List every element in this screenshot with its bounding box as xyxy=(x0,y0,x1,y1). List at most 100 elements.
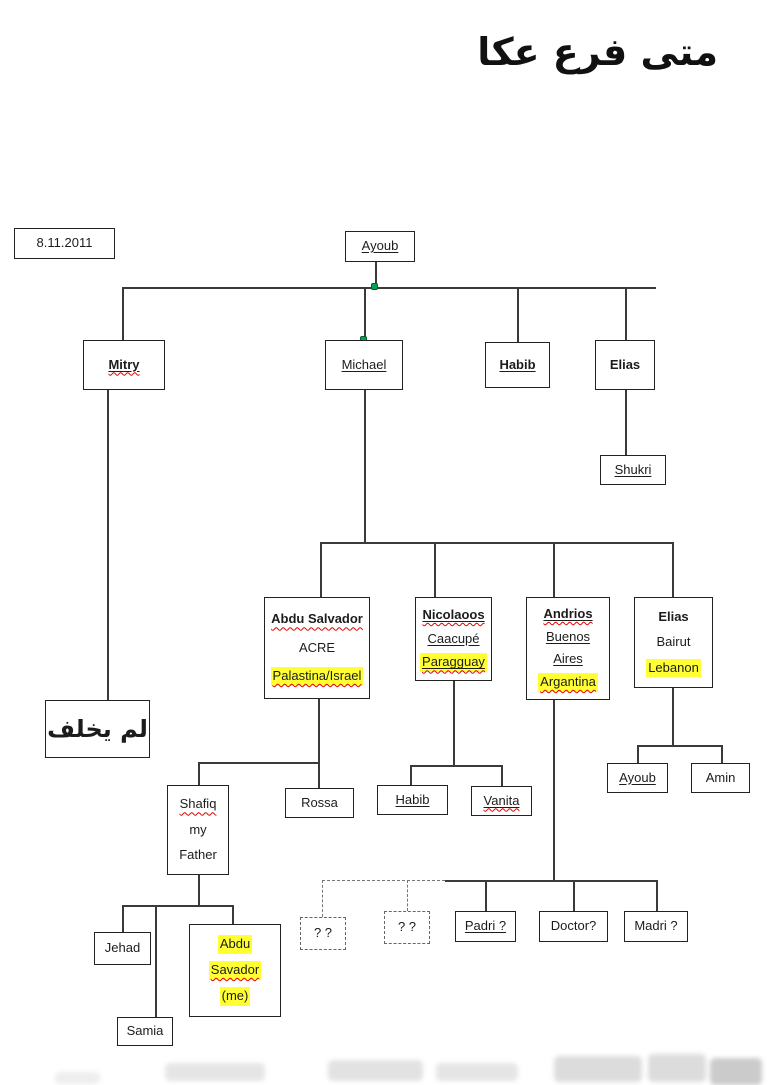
connector-line xyxy=(318,762,320,788)
scan-artifact xyxy=(710,1058,762,1085)
date-box: 8.11.2011 xyxy=(14,228,115,259)
node-andrios: Andrios Buenos Aires Argantina xyxy=(526,597,610,700)
node-country-highlight: Paragguay xyxy=(422,654,485,670)
node-label: Ayoub xyxy=(361,238,399,254)
connector-line xyxy=(637,745,721,747)
connector-line xyxy=(122,905,233,907)
connector-line xyxy=(625,390,627,455)
node-jehad: Jehad xyxy=(94,932,151,965)
node-label: Michael xyxy=(341,356,387,372)
node-label: Shafiq xyxy=(179,796,217,812)
node-ayoub-jr: Ayoub xyxy=(607,763,668,793)
connector-line xyxy=(198,762,319,764)
node-label: Ayoub xyxy=(619,769,656,785)
connector-line xyxy=(501,765,503,786)
junction-dot xyxy=(371,283,378,290)
connector-line xyxy=(364,390,366,542)
connector-line xyxy=(375,262,377,287)
node-label: Habib xyxy=(395,791,430,807)
node-label: Amin xyxy=(705,769,736,785)
node-label: Padri ? xyxy=(464,918,507,934)
connector-line xyxy=(453,681,455,765)
connector-line xyxy=(434,542,436,597)
node-name: Andrios xyxy=(543,605,593,621)
connector-line xyxy=(410,765,412,785)
node-name: Abdu Salvador xyxy=(271,611,363,627)
connector-line xyxy=(364,287,366,340)
node-label: Shukri xyxy=(614,461,652,477)
node-elias-bairut: Elias Bairut Lebanon xyxy=(634,597,713,688)
connector-line xyxy=(198,875,200,905)
node-samia: Samia xyxy=(117,1017,173,1046)
scan-artifact xyxy=(165,1063,265,1081)
node-place: Buenos xyxy=(545,628,591,644)
node-unknown-left: ? ? xyxy=(300,917,346,950)
node-ayoub-root: Ayoub xyxy=(345,231,415,262)
connector-line xyxy=(320,542,672,544)
node-label: Mitry xyxy=(108,356,140,372)
node-label: Elias xyxy=(609,356,641,372)
connector-line xyxy=(410,765,502,767)
connector-line xyxy=(320,542,322,597)
node-label: Habib xyxy=(499,356,536,372)
node-label: لم يخلف xyxy=(47,714,148,743)
node-label: my xyxy=(189,821,207,837)
connector-line xyxy=(656,880,658,911)
node-place: ACRE xyxy=(298,639,336,655)
node-habib-jr: Habib xyxy=(377,785,448,815)
connector-line-dashed xyxy=(322,880,323,917)
node-vanita: Vanita xyxy=(471,786,532,816)
node-elias: Elias xyxy=(595,340,655,390)
connector-line xyxy=(553,542,555,597)
node-label: ? ? xyxy=(397,919,417,935)
connector-line xyxy=(155,905,157,1017)
node-label: Father xyxy=(179,846,217,862)
scan-artifact xyxy=(436,1063,518,1081)
node-label: Jehad xyxy=(104,940,141,956)
node-label: ? ? xyxy=(313,925,333,941)
connector-line xyxy=(122,287,124,340)
connector-line xyxy=(553,700,555,880)
node-habib: Habib xyxy=(485,342,550,388)
connector-line-dashed xyxy=(322,880,445,881)
node-label-highlight: Savador xyxy=(208,961,262,980)
connector-line xyxy=(485,880,487,911)
node-shafiq: Shafiq my Father xyxy=(167,785,229,875)
node-label: Vanita xyxy=(483,792,520,808)
node-doctor: Doctor? xyxy=(539,911,608,942)
node-label-highlight: Abdu xyxy=(217,935,253,954)
connector-line xyxy=(122,905,124,932)
node-name: Elias xyxy=(658,608,689,624)
date-label: 8.11.2011 xyxy=(36,235,93,251)
connector-line xyxy=(721,745,723,763)
node-rossa: Rossa xyxy=(285,788,354,818)
scan-artifact xyxy=(328,1060,423,1081)
node-place: Aires xyxy=(553,651,583,667)
node-label: Madri ? xyxy=(634,918,678,934)
node-nicolaoos: Nicolaoos Caacupé Paragguay xyxy=(415,597,492,681)
node-mitry: Mitry xyxy=(83,340,165,390)
connector-line xyxy=(672,688,674,745)
connector-line xyxy=(573,880,575,911)
scan-artifact xyxy=(554,1056,642,1082)
node-unknown-right: ? ? xyxy=(384,911,430,944)
scan-artifact xyxy=(648,1054,706,1082)
scan-artifact xyxy=(55,1072,100,1084)
connector-line-dashed xyxy=(407,880,408,911)
connector-line xyxy=(672,542,674,597)
connector-line xyxy=(625,287,627,340)
node-place: Bairut xyxy=(656,634,691,650)
connector-line xyxy=(122,287,656,289)
node-padri: Padri ? xyxy=(455,911,516,942)
connector-line xyxy=(517,287,519,342)
node-country-highlight: Palastina/Israel xyxy=(270,666,364,686)
node-label: Doctor? xyxy=(550,918,597,934)
connector-line xyxy=(232,905,234,924)
connector-line xyxy=(107,390,109,700)
node-michael: Michael xyxy=(325,340,403,390)
node-name: Nicolaoos xyxy=(422,606,485,622)
node-amin: Amin xyxy=(691,763,750,793)
node-shukri: Shukri xyxy=(600,455,666,485)
node-label: Rossa xyxy=(301,794,338,810)
